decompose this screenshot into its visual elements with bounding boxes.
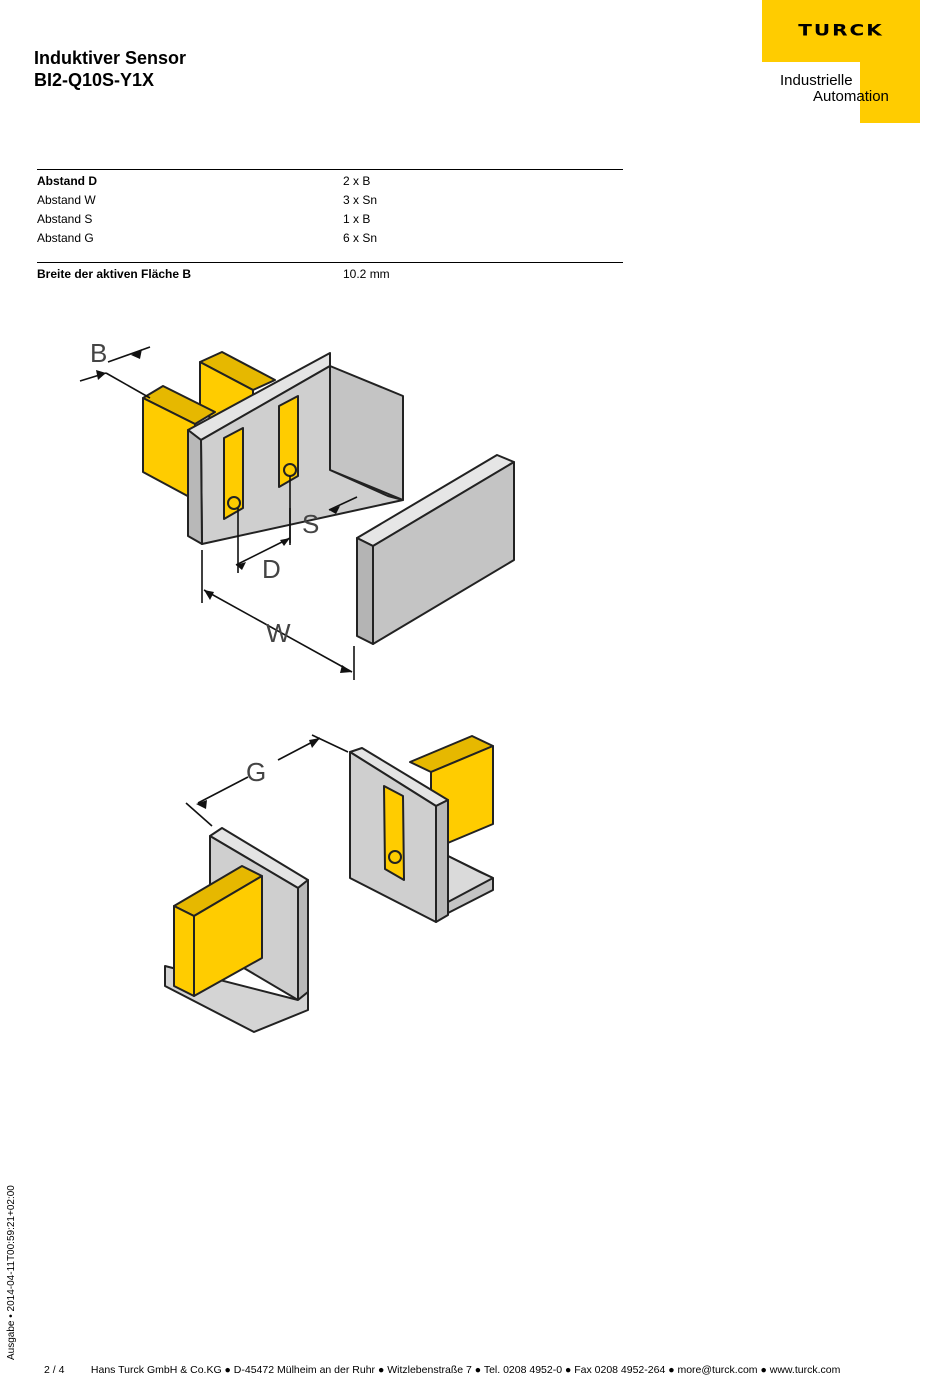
screw-icon <box>283 463 297 477</box>
spec-row: Abstand D 2 x B <box>37 172 623 191</box>
label-b: B <box>90 338 107 368</box>
spec-group-active-area: Breite der aktiven Fläche B 10.2 mm <box>37 262 623 284</box>
bracket-edge <box>187 429 203 545</box>
spec-label: Breite der aktiven Fläche B <box>37 267 192 281</box>
spec-row: Breite der aktiven Fläche B 10.2 mm <box>37 265 623 284</box>
footer-company-info: Hans Turck GmbH & Co.KG ● D-45472 Mülhei… <box>90 1364 841 1376</box>
page-number: 2 / 4 <box>44 1364 65 1376</box>
spec-label: Abstand D <box>37 174 97 188</box>
label-d: D <box>262 554 281 584</box>
footer: 2 / 4 Hans Turck GmbH & Co.KG ● D-45472 … <box>44 1364 840 1376</box>
spec-table: Abstand D 2 x B Abstand W 3 x Sn Abstand… <box>37 169 623 284</box>
sensor-left-front <box>173 905 195 997</box>
bracket-left-edge <box>297 879 309 1001</box>
label-w: W <box>266 618 291 648</box>
mounting-distance-drawing: B S D W G <box>79 338 515 1033</box>
spec-row: Abstand G 6 x Sn <box>37 229 623 248</box>
label-s: S <box>302 509 319 539</box>
label-g: G <box>246 757 266 787</box>
bracket-right-edge <box>435 799 449 923</box>
product-type: Induktiver Sensor <box>34 48 187 68</box>
spec-label: Abstand W <box>37 193 96 207</box>
spec-value: 1 x B <box>343 212 371 226</box>
spec-label: Abstand S <box>37 212 93 226</box>
screw-icon <box>388 850 402 864</box>
document-title: Induktiver Sensor BI2-Q10S-Y1X <box>34 47 186 91</box>
screw-icon <box>227 496 241 510</box>
spec-value: 10.2 mm <box>343 267 390 281</box>
spec-row: Abstand S 1 x B <box>37 210 623 229</box>
edition-timestamp: Ausgabe • 2014-04-11T00:59:21+02:00 <box>6 1185 17 1360</box>
spec-row: Abstand W 3 x Sn <box>37 191 623 210</box>
logo-subtitle-line2: Automation <box>813 88 889 105</box>
slot-lower <box>383 785 405 881</box>
slot-left <box>223 427 244 520</box>
turck-logo: TURCK <box>762 0 920 123</box>
spec-label: Abstand G <box>37 231 94 245</box>
spec-value: 3 x Sn <box>343 193 378 207</box>
logo-wordmark: TURCK <box>798 20 884 40</box>
spec-value: 6 x Sn <box>343 231 378 245</box>
bracket-right-foot <box>447 855 494 903</box>
logo-subtitle-line1: Industrielle <box>780 72 853 89</box>
target-plate-edge <box>356 537 374 645</box>
spec-group-distances: Abstand D 2 x B Abstand W 3 x Sn Abstand… <box>37 169 623 248</box>
spec-value: 2 x B <box>343 174 371 188</box>
product-code: BI2-Q10S-Y1X <box>34 70 155 90</box>
